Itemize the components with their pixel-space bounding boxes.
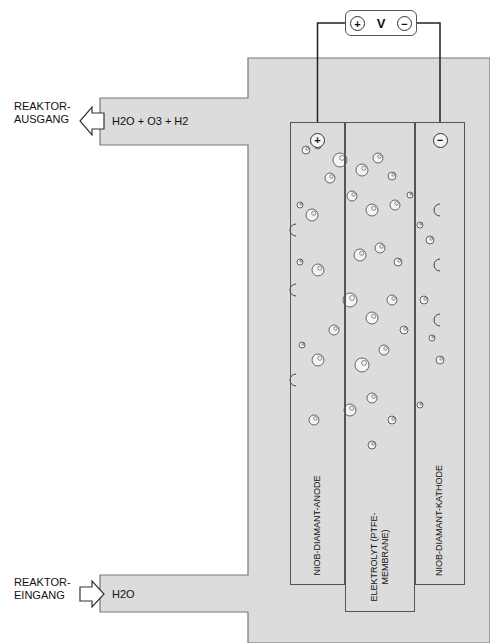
gas-bubble <box>329 325 339 335</box>
bubble-atom <box>360 251 364 255</box>
flow-content: H2O <box>112 588 242 601</box>
bubble-atom <box>318 266 322 270</box>
gas-bubble <box>306 209 318 221</box>
electrolyte-membrane: ELEKTROLYT (PTFE-MEMBRANE) <box>345 122 415 612</box>
gas-bubble <box>429 335 435 341</box>
polarity-sign: + <box>350 16 365 31</box>
gas-bubble <box>356 164 368 176</box>
bubble-atom <box>430 237 433 240</box>
bubble-atom <box>318 356 322 360</box>
bubble-atom <box>398 259 401 262</box>
bubble-atom <box>372 314 376 318</box>
terminal-sign: − <box>433 133 448 148</box>
plate-label: NIOB-DIAMANT-ANODE <box>312 476 323 576</box>
gas-bubble <box>366 204 378 216</box>
bubble-atom <box>352 193 356 197</box>
gas-bubble <box>394 258 402 266</box>
wire <box>318 23 346 122</box>
bubble-atom <box>334 327 338 331</box>
gas-bubble <box>355 358 369 372</box>
bubble-atom <box>420 223 422 225</box>
outlet-arrow <box>80 107 104 135</box>
bubble-atom <box>350 406 354 410</box>
bubble-atom <box>340 155 345 160</box>
bubble-atom <box>362 360 367 365</box>
bubble-atom <box>312 211 316 215</box>
bubble-atom <box>330 175 334 179</box>
gas-bubble <box>297 259 303 265</box>
bubble-atom <box>350 295 355 300</box>
bubble-atom <box>300 260 302 262</box>
gas-bubble <box>312 354 324 366</box>
gas-bubble <box>388 416 396 424</box>
gas-bubble <box>302 146 310 154</box>
gas-bubbles <box>290 143 444 449</box>
bubble-atom <box>378 155 382 159</box>
gas-bubble <box>379 345 389 355</box>
gas-bubble <box>375 243 385 253</box>
plate-label: NIOB-DIAMANT-KATHODE <box>434 465 445 576</box>
gas-bubble <box>407 192 413 198</box>
gas-bubble <box>388 172 396 180</box>
gas-bubble <box>400 326 408 334</box>
ion-symbol <box>434 314 440 326</box>
bubble-atom <box>372 206 376 210</box>
bubble-atom <box>372 395 376 399</box>
gas-bubble <box>436 356 444 364</box>
gas-bubble <box>297 202 303 208</box>
gas-bubble <box>299 342 305 348</box>
bubble-atom <box>392 297 396 301</box>
bubble-atom <box>362 166 366 170</box>
wire <box>417 23 440 122</box>
outlet-label: REAKTOR- AUSGANG <box>14 100 82 126</box>
polarity-sign: − <box>397 16 412 31</box>
bubble-atom <box>302 343 304 345</box>
bubble-atom <box>424 297 427 300</box>
ion-symbol <box>434 204 440 216</box>
gas-bubble <box>367 393 377 403</box>
bubble-atom <box>372 442 375 445</box>
gas-bubble <box>354 249 366 261</box>
voltage-source: + V− <box>345 10 417 36</box>
bubble-atom <box>410 193 412 195</box>
gas-bubble <box>347 191 357 201</box>
flow-content: H2O + O3 + H2 <box>112 115 242 128</box>
bubble-atom <box>384 347 388 351</box>
ion-symbol <box>434 259 440 271</box>
inlet-arrow <box>80 581 104 607</box>
anode-plate: NIOB-DIAMANT-ANODE <box>290 122 345 585</box>
bubble-atom <box>314 417 318 421</box>
gas-bubble <box>417 222 423 228</box>
gas-bubble <box>325 173 335 183</box>
reactor-housing <box>100 58 490 643</box>
gas-bubble <box>420 296 428 304</box>
bubble-atom <box>380 245 384 249</box>
bubble-atom <box>404 327 407 330</box>
bubble-atom <box>392 417 395 420</box>
gas-bubble <box>312 264 324 276</box>
gas-bubble <box>366 312 378 324</box>
gas-bubble <box>373 153 383 163</box>
gas-bubble <box>387 295 397 305</box>
bubble-atom <box>306 147 309 150</box>
plate-label: ELEKTROLYT (PTFE-MEMBRANE) <box>369 511 391 603</box>
inlet-label: REAKTOR- EINGANG <box>14 576 82 602</box>
bubble-atom <box>395 202 399 206</box>
gas-bubble <box>417 402 423 408</box>
bubble-atom <box>420 403 422 405</box>
cathode-plate: NIOB-DIAMANT-KATHODE <box>415 122 465 585</box>
bubble-atom <box>392 173 395 176</box>
gas-bubble <box>426 236 434 244</box>
gas-bubble <box>309 415 319 425</box>
bubble-atom <box>432 336 434 338</box>
gas-bubble <box>368 441 376 449</box>
voltage-symbol: V <box>377 16 386 31</box>
bubble-atom <box>440 357 443 360</box>
gas-bubble <box>390 200 400 210</box>
bubble-atom <box>300 203 302 205</box>
terminal-sign: + <box>310 133 325 148</box>
